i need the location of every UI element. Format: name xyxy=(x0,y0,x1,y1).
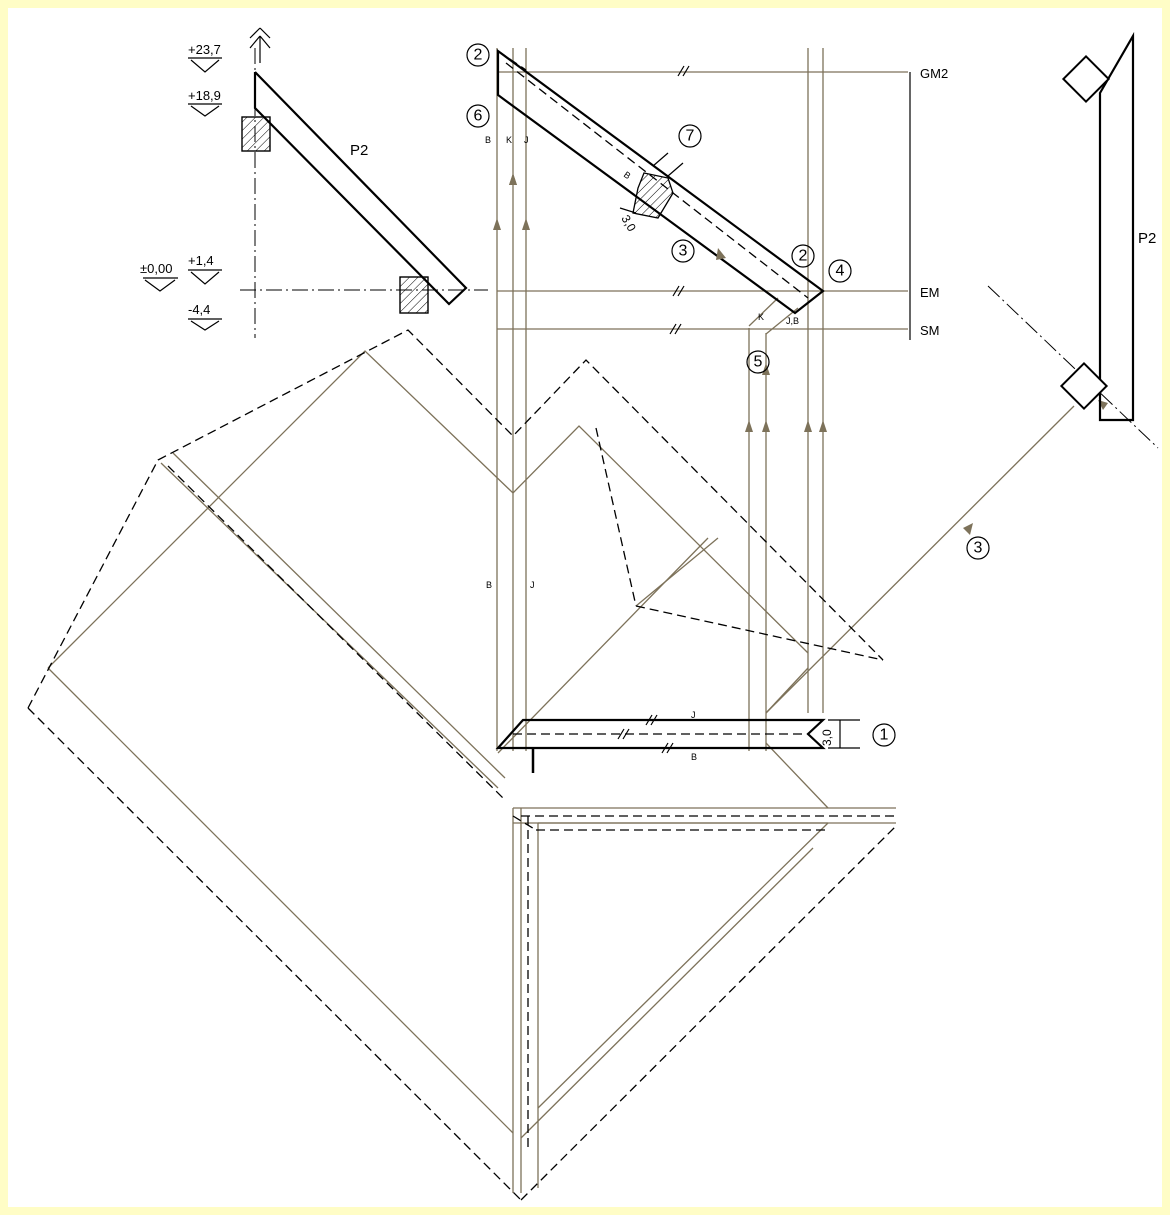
markers: 2 6 7 3 2 4 5 3 1 xyxy=(466,43,990,747)
marker-3-slope: 3 xyxy=(671,239,695,263)
point-b-top: B xyxy=(485,135,491,145)
svg-text:3: 3 xyxy=(679,243,688,260)
piece-label-right: P2 xyxy=(1138,230,1156,247)
svg-text:1: 1 xyxy=(880,727,889,744)
level-1-4: +1,4 xyxy=(188,253,214,268)
right-section: P2 xyxy=(987,31,1159,449)
level-minus-4-4: -4,4 xyxy=(188,302,210,317)
left-section: +23,7 +18,9 ±0,00 +1,4 -4,4 P2 xyxy=(140,27,488,338)
svg-text:6: 6 xyxy=(474,108,483,125)
construction-lines xyxy=(47,48,1075,1193)
drawing-sheet: +23,7 +18,9 ±0,00 +1,4 -4,4 P2 3,0 xyxy=(8,8,1162,1207)
marker-6: 6 xyxy=(466,104,490,128)
point-b-slope: B xyxy=(622,169,633,181)
plane-gm2: GM2 xyxy=(920,66,948,81)
plane-em: EM xyxy=(920,285,940,300)
marker-2-top: 2 xyxy=(466,43,490,67)
piece-label-left: P2 xyxy=(350,142,368,159)
plane-sm: SM xyxy=(920,323,940,338)
svg-text:3: 3 xyxy=(974,540,983,557)
point-jb: J,B xyxy=(786,316,799,326)
svg-text:7: 7 xyxy=(686,128,695,145)
level-23-7: +23,7 xyxy=(188,42,221,57)
marker-3-diagonal: 3 xyxy=(966,536,990,560)
section-dimension: 3,0 xyxy=(618,213,639,235)
point-j-top: J xyxy=(524,135,529,145)
marker-7: 7 xyxy=(678,124,702,148)
roof-outline-dashed xyxy=(27,329,897,1201)
point-b-mid: B xyxy=(486,580,492,590)
top-center-section: 3,0 B K J B K J,B B xyxy=(485,48,1108,590)
point-k-top: K xyxy=(506,135,512,145)
beam-dimension: 3,0 xyxy=(820,729,834,746)
marker-1: 1 xyxy=(872,723,896,747)
svg-text:5: 5 xyxy=(754,354,763,371)
marker-2-right: 2 xyxy=(791,244,815,268)
marker-4: 4 xyxy=(828,259,852,283)
svg-text:2: 2 xyxy=(799,248,808,265)
point-k-low: K xyxy=(758,312,764,322)
point-j-beam: J xyxy=(691,710,696,720)
marker-5: 5 xyxy=(746,350,770,374)
level-18-9: +18,9 xyxy=(188,88,221,103)
point-b-beam: B xyxy=(691,752,697,762)
bottom-beam: 3,0 J B xyxy=(495,710,860,762)
level-0-00: ±0,00 xyxy=(140,261,172,276)
technical-drawing: +23,7 +18,9 ±0,00 +1,4 -4,4 P2 3,0 xyxy=(27,27,1159,1201)
point-j-mid: J xyxy=(530,580,535,590)
svg-text:2: 2 xyxy=(474,47,483,64)
svg-text:4: 4 xyxy=(836,263,845,280)
